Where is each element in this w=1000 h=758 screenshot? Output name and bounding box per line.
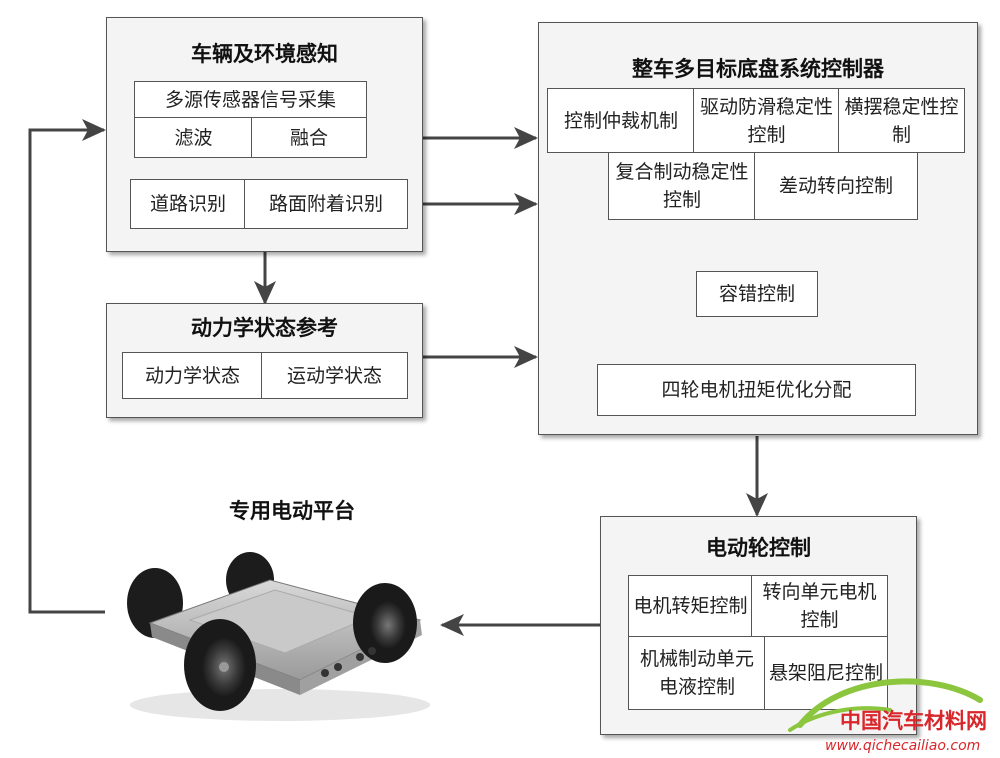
watermark-name: 中国汽车材料网 [840, 709, 987, 733]
yaw-cell: 横摆稳定性控制 [838, 88, 965, 153]
site-watermark-logo: 中国汽车材料网 www.qichecailiao.com [788, 678, 987, 754]
fault-tolerant-cell: 容错控制 [696, 271, 818, 317]
platform-label: 专用电动平台 [229, 499, 355, 523]
mech-brake-cell: 机械制动单元电液控制 [628, 636, 766, 710]
sensor-header-cell: 多源传感器信号采集 [134, 81, 367, 119]
torque-alloc-cell: 四轮电机扭矩优化分配 [597, 364, 916, 416]
anti-slip-cell: 驱动防滑稳定性控制 [693, 88, 840, 153]
road-id-cell: 道路识别 [130, 179, 246, 229]
skateboard-chassis-image [127, 552, 430, 721]
controller-title: 整车多目标底盘系统控制器 [632, 57, 884, 81]
diff-steer-cell: 差动转向控制 [754, 152, 918, 220]
adhesion-id-cell: 路面附着识别 [244, 179, 408, 229]
watermark-url: www.qichecailiao.com [825, 738, 980, 754]
dynamic-state-cell: 动力学状态 [122, 352, 263, 399]
filter-cell: 滤波 [134, 117, 253, 158]
kinematic-state-cell: 运动学状态 [261, 352, 408, 399]
arbitration-cell: 控制仲裁机制 [547, 88, 695, 153]
suspension-cell: 悬架阻尼控制 [764, 636, 888, 710]
wheel-control-title: 电动轮控制 [706, 536, 811, 560]
fusion-cell: 融合 [251, 117, 367, 158]
dynamics-title: 动力学状态参考 [191, 316, 338, 340]
composite-brake-cell: 复合制动稳定性控制 [608, 152, 756, 220]
perception-title: 车辆及环境感知 [191, 42, 338, 66]
feedback-loop-arrow [28, 119, 106, 614]
steer-unit-cell: 转向单元电机控制 [751, 575, 888, 637]
motor-torque-cell: 电机转矩控制 [628, 575, 753, 637]
